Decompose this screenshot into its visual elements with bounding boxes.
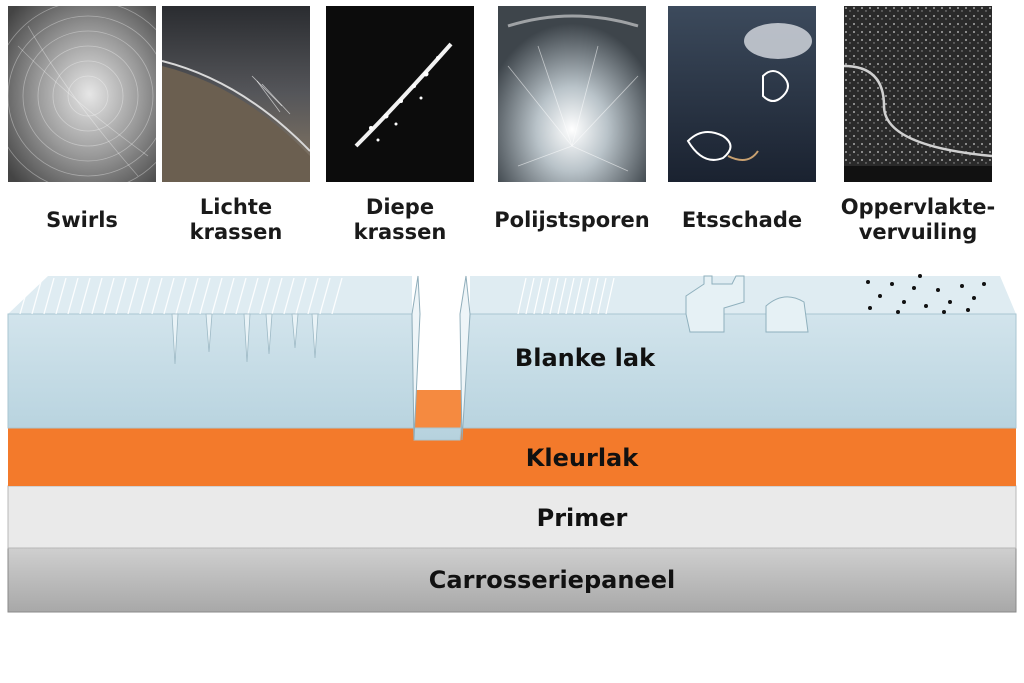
panel-label: Carrosseriepaneel [429, 566, 675, 594]
polish-mark-lines [517, 277, 615, 315]
etching-thumbnail [668, 6, 816, 182]
etching-craters [685, 275, 809, 333]
light-scratches-caption: Lichte krassen [189, 195, 283, 244]
primer-layer [7, 485, 1017, 549]
paint-layer-diagram: Blanke lak Kleurlak Primer Carrosseriepa… [7, 274, 1017, 613]
light-scratches-photo [162, 6, 310, 182]
contamination-thumbnail [844, 6, 992, 182]
contamination-caption: Oppervlakte- vervuiling [840, 195, 996, 244]
light-scratches-thumbnail [162, 6, 310, 182]
base-coat-label: Kleurlak [526, 444, 639, 472]
base-coat-layer [8, 428, 1016, 486]
clear-coat-layer [7, 313, 1017, 441]
panel-layer [7, 547, 1017, 613]
deep-scratches-caption: Diepe krassen [353, 195, 447, 244]
etching-caption: Etsschade [681, 207, 803, 232]
scratch-depth-marks [171, 313, 319, 365]
deep-scratches-thumbnail [326, 6, 474, 182]
clear-coat-top-left [8, 276, 412, 314]
primer-label: Primer [537, 504, 628, 532]
clear-coat-label: Blanke lak [515, 344, 656, 372]
deep-scratch-photo [326, 6, 474, 182]
light-scratch-marks [19, 277, 343, 315]
contamination-particles [866, 274, 986, 314]
polish-marks-thumbnail [498, 6, 646, 182]
swirls-thumbnail [8, 6, 156, 182]
etching-photo [668, 6, 816, 182]
polish-marks-caption: Polijstsporen [494, 207, 650, 232]
polish-marks-photo [498, 6, 646, 182]
surface-contamination-photo [844, 6, 992, 182]
swirl-scratches-photo [8, 6, 156, 182]
swirls-caption: Swirls [46, 207, 118, 232]
